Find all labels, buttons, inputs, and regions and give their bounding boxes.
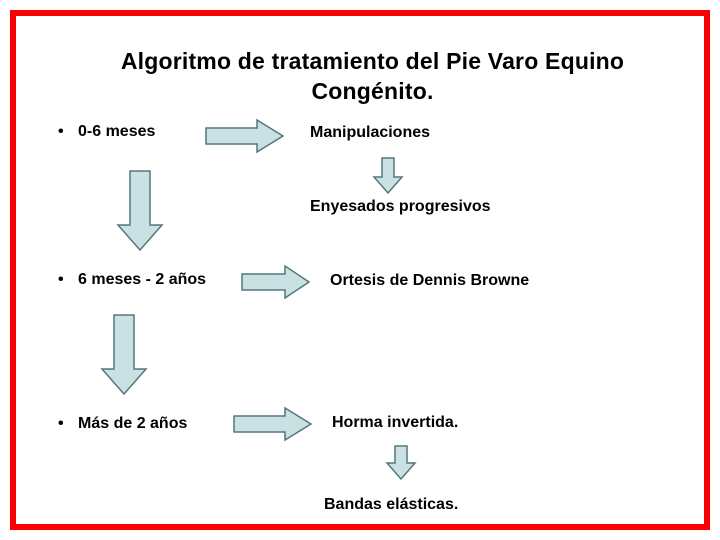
right-arrow-icon [233,406,313,442]
bullet-marker: • [58,271,64,288]
stage-label: 6 meses - 2 años [78,271,207,288]
down-arrow-icon [372,157,404,195]
bullet-item-6-meses-2-anos: • 6 meses - 2 años [58,271,206,289]
down-arrow-icon [116,170,164,252]
right-arrow-icon [205,118,285,154]
right-arrow-icon [241,264,311,300]
down-arrow-icon [100,314,148,396]
treatment-label: Ortesis de Dennis Browne [330,272,530,289]
stage-label: Más de 2 años [78,415,188,432]
bullet-item-mas-de-2-anos: • Más de 2 años [58,415,187,433]
stage-label: 0-6 meses [78,123,156,140]
down-arrow-icon [385,445,417,481]
treatment-followup-label: Bandas elásticas. [324,496,459,513]
treatment-followup-label: Enyesados progresivos [310,198,491,215]
bullet-marker: • [58,123,64,140]
treatment-label: Manipulaciones [310,124,431,141]
bullet-item-0-6-meses: • 0-6 meses [58,123,155,141]
treatment-label: Horma invertida. [332,414,459,431]
slide-title: Algoritmo de tratamiento del Pie Varo Eq… [50,46,695,106]
slide-title-line2: Congénito. [311,78,434,104]
slide-title-line1: Algoritmo de tratamiento del Pie Varo Eq… [120,48,625,74]
bullet-marker: • [58,415,64,432]
